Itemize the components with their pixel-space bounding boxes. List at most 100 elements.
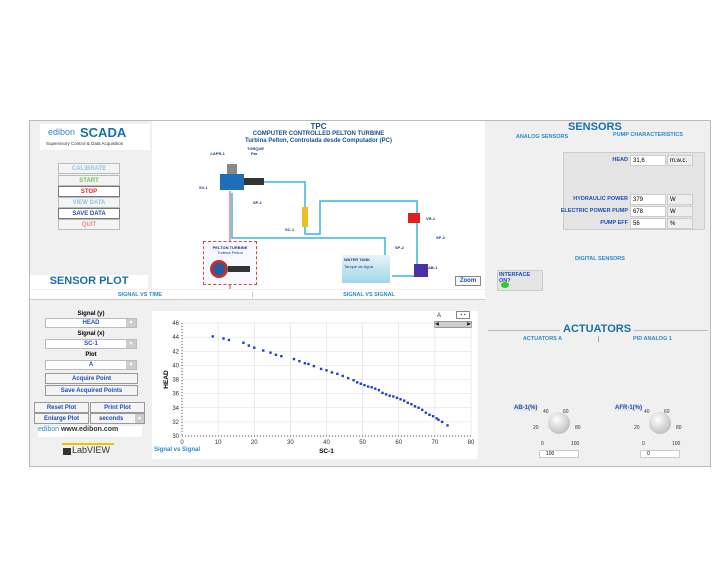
data-point <box>336 372 339 376</box>
y-tick-label: 34 <box>172 406 179 412</box>
data-point <box>356 381 359 384</box>
zoom-button[interactable]: Zoom <box>455 276 481 286</box>
edibon-website[interactable]: edibon www.edibon.com <box>38 426 142 437</box>
tab-actuators-a[interactable]: ACTUATORS A <box>522 336 563 342</box>
data-point <box>222 337 225 340</box>
knob-dial[interactable] <box>649 412 671 434</box>
y-tick-label: 32 <box>172 420 179 426</box>
y-tick-label: 38 <box>172 378 179 384</box>
data-point <box>428 413 431 417</box>
data-point <box>262 349 265 352</box>
data-point <box>280 354 283 358</box>
knob-tick: 20 <box>533 425 539 431</box>
turbine-housing <box>220 174 244 190</box>
svg-text:VR-1: VR-1 <box>426 216 436 221</box>
data-point <box>435 417 438 420</box>
plot-legend-icon[interactable]: ▪ ▪ <box>456 311 470 319</box>
plot-select[interactable]: A▼ <box>45 360 137 370</box>
tab-signal-vs-time[interactable]: SIGNAL VS TIME <box>117 292 163 298</box>
pump <box>414 264 428 277</box>
y-tick-label: 46 <box>172 321 179 327</box>
app-subtitle-es: Turbina Pelton, Controlada desde Computa… <box>245 138 392 144</box>
knob-tick: 40 <box>644 409 650 415</box>
svg-text:SP-3: SP-3 <box>436 235 446 240</box>
y-tick-label: 36 <box>172 392 179 398</box>
start-button[interactable]: START <box>58 175 120 186</box>
enlarge-plot-button[interactable]: Enlarge Plot <box>34 413 89 424</box>
knob-tick: 0 <box>642 441 645 447</box>
print-plot-button[interactable]: Print Plot <box>90 402 145 413</box>
interface-led <box>501 282 509 288</box>
data-point <box>437 418 440 421</box>
sensor-value: 678 <box>630 206 666 217</box>
data-point <box>319 367 323 371</box>
save-data-button[interactable]: SAVE DATA <box>58 208 120 219</box>
acquire-point-button[interactable]: Acquire Point <box>45 373 138 384</box>
knob-tick: 20 <box>634 425 640 431</box>
x-tick-label: 20 <box>251 440 258 446</box>
x-tick-label: 60 <box>395 440 402 446</box>
data-point <box>374 387 377 390</box>
tab-pid-analog-1[interactable]: PID ANALOG 1 <box>598 336 706 342</box>
data-point <box>440 420 444 424</box>
signal-y-label: Signal (y) <box>77 311 105 317</box>
knob-value-input[interactable]: 0 <box>640 450 680 458</box>
plot-legend-label: A <box>437 313 442 319</box>
x-tick-label: 10 <box>215 440 222 446</box>
units-select[interactable]: seconds▼ <box>90 413 145 424</box>
data-point <box>242 341 245 344</box>
x-tick-label: 50 <box>359 440 366 446</box>
svg-text:AB-1: AB-1 <box>428 265 438 270</box>
data-point <box>417 406 420 409</box>
tab-pump-characteristics[interactable]: PUMP CHARACTERISTICS <box>613 132 683 138</box>
sensor-plot-title: SENSOR PLOT <box>30 275 148 289</box>
x-tick-label: 40 <box>323 440 330 446</box>
y-tick-label: 40 <box>172 363 179 369</box>
labview-logo: LabVIEW <box>62 443 114 457</box>
knob-label: AFR-1(%) <box>614 405 643 411</box>
data-point <box>330 371 334 374</box>
data-point <box>303 362 307 365</box>
x-tick-label: 0 <box>180 440 184 446</box>
stop-button[interactable]: STOP <box>58 186 120 197</box>
signal-y-select[interactable]: HEAD▼ <box>45 318 137 328</box>
data-point <box>312 364 316 368</box>
knob-tick: 80 <box>575 425 581 431</box>
save-acquired-points-button[interactable]: Save Acquired Points <box>45 385 138 396</box>
knob-value-input[interactable]: 100 <box>539 450 579 458</box>
plot-caption: Signal vs Signal <box>154 447 201 453</box>
sensor-unit: W <box>667 206 693 217</box>
plot-scrollbar[interactable]: ◀▶ <box>434 321 472 328</box>
data-point <box>363 383 366 387</box>
calibrate-button[interactable]: CALIBRATE <box>58 163 120 174</box>
tab-analog-sensors[interactable]: ANALOG SENSORS <box>515 134 569 140</box>
svg-text:SP-1: SP-1 <box>253 200 263 205</box>
quit-button[interactable]: QUIT <box>58 219 120 230</box>
data-point <box>377 388 381 392</box>
app-title: TPC <box>310 122 327 131</box>
signal-x-select[interactable]: SC-1▼ <box>45 339 137 349</box>
knob-tick: 100 <box>672 441 681 447</box>
view-data-button[interactable]: VIEW DATA <box>58 197 120 208</box>
tab-signal-vs-signal[interactable]: SIGNAL VS SIGNAL <box>252 292 485 298</box>
data-point <box>211 335 214 338</box>
sensor-unit: % <box>667 218 693 229</box>
reset-plot-button[interactable]: Reset Plot <box>34 402 89 413</box>
data-point <box>406 401 409 405</box>
sensor-label: ELECTRIC POWER PUMP <box>560 208 628 214</box>
data-point <box>410 403 413 406</box>
data-point <box>269 351 272 354</box>
interface-indicator: INTERFACE ON? <box>497 270 543 291</box>
data-point <box>274 353 278 356</box>
knob-dial[interactable] <box>548 412 570 434</box>
data-point <box>431 415 435 418</box>
data-point <box>292 357 296 361</box>
data-point <box>366 385 370 388</box>
data-point <box>384 393 388 396</box>
signal-x-label: Signal (x) <box>77 331 105 337</box>
svg-text:AAPR-1: AAPR-1 <box>210 151 226 156</box>
data-point <box>388 394 391 397</box>
water-tank: WATER TANK Tanque de Agua <box>342 255 390 283</box>
knob-tick: 60 <box>664 409 670 415</box>
